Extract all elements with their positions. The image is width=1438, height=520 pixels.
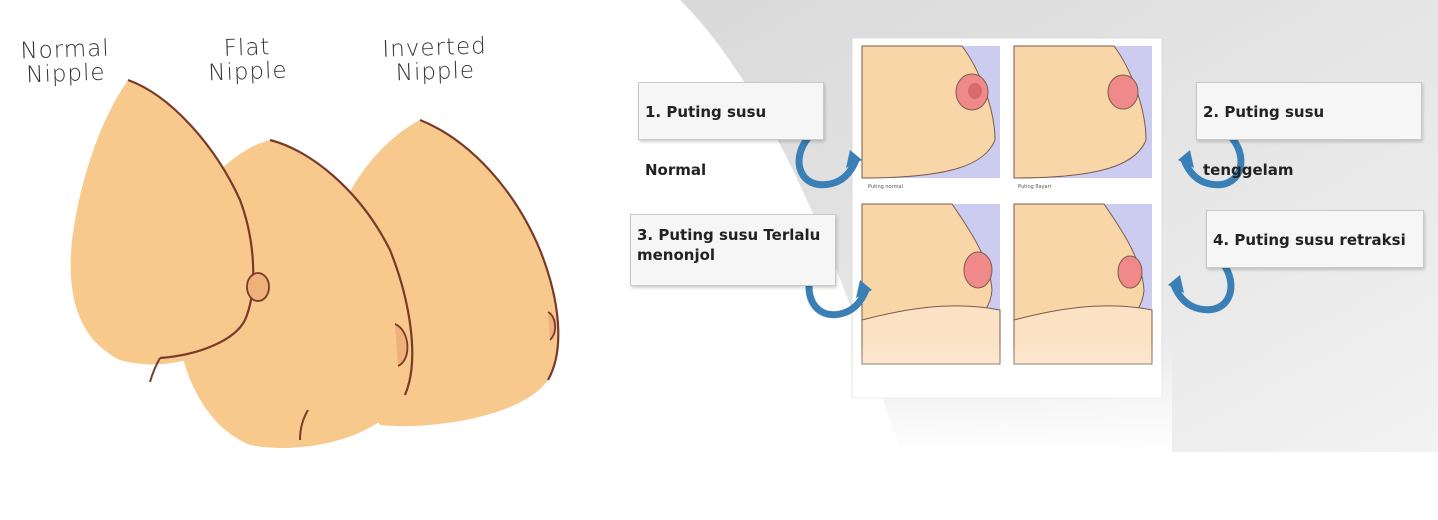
normal-breast-shape <box>70 78 270 383</box>
tag-normal: 1. Puting susu Normal <box>638 82 824 179</box>
tag-menonjol-line2: menonjol <box>637 246 716 264</box>
tile-normal <box>861 45 1000 179</box>
label-flat-line2: Nipple <box>207 57 289 87</box>
label-inverted-nipple: Inverted Nipple <box>369 33 501 86</box>
tile-menonjol <box>861 203 1001 365</box>
tag-menonjol: 3. Puting susu Terlalu menonjol <box>630 214 836 286</box>
arrow-retraksi-head <box>1168 275 1184 293</box>
arrow-tenggelam-head <box>1178 150 1194 168</box>
tile2-caption: Puting flayari <box>1018 184 1051 190</box>
tile1-caption: Puting normal <box>868 184 903 190</box>
tag-retraksi: 4. Puting susu retraksi <box>1206 210 1424 268</box>
label-flat-nipple: Flat Nipple <box>199 34 296 87</box>
breast-types-illustration <box>70 78 560 448</box>
tile-retraksi <box>1013 203 1153 365</box>
arrow-normal-head <box>846 150 862 168</box>
tag-tenggelam: 2. Puting susu tenggelam <box>1196 82 1422 179</box>
arrow-normal <box>795 135 860 189</box>
tile-tenggelam <box>1013 45 1152 179</box>
arrow-tenggelam <box>1180 135 1245 189</box>
tag-retraksi-text: 4. Puting susu retraksi <box>1213 231 1406 249</box>
arrow-menonjol-head <box>856 280 872 298</box>
right-diagram-panel: Puting normal Puting flayari 1. Puting <box>600 0 1438 516</box>
tag-tenggelam-text: 2. Puting susu tenggelam <box>1203 103 1325 179</box>
label-normal-line2: Nipple <box>25 59 107 89</box>
tag-menonjol-line1: 3. Puting susu Terlalu <box>637 226 821 244</box>
tag-normal-text: 1. Puting susu Normal <box>645 103 767 179</box>
label-normal-nipple: Normal Nipple <box>17 35 114 89</box>
arrow-retraksi <box>1170 259 1235 314</box>
left-illustration-panel: Normal Nipple Flat Nipple Inverted Nippl… <box>0 0 600 516</box>
reflection-fade <box>852 340 1172 455</box>
